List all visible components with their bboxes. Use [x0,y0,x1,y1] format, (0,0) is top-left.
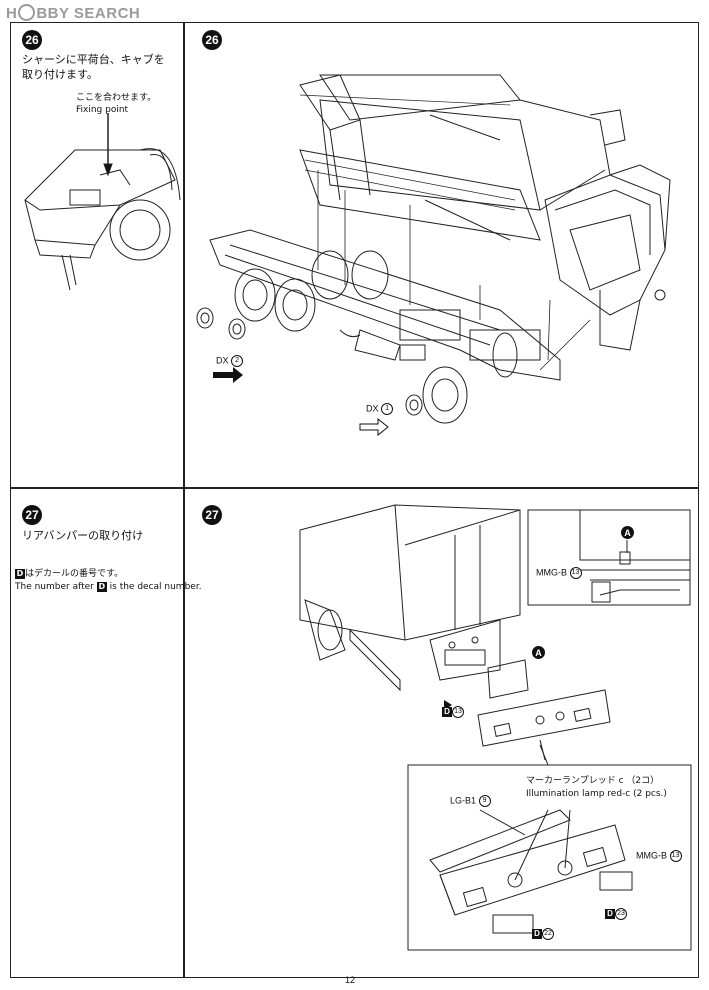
mmg-b-number: 13 [669,850,682,862]
dx1-number: 1 [381,403,394,415]
callout-a-inset: A [621,526,634,539]
step-26-instruction-line1: シャーシに平荷台、キャブを [22,53,165,66]
decal-d-icon: D [15,568,25,579]
d13-number: 13 [452,706,464,718]
d23-number: 23 [615,908,627,920]
dx2-text: DX [216,355,229,366]
dx1-text: DX [366,403,379,414]
mmg-b-label: MMG-B 13 [636,850,682,862]
illumination-lamp-en: Illumination lamp red-c (2 pcs.) [526,789,667,799]
dx2-number: 2 [231,355,244,367]
callout-a-main: A [532,646,545,659]
assembly-guide-lines [317,170,591,371]
illumination-lamp-jp: マーカーランプレッド c （2コ） [526,776,660,786]
step-27-number: 27 [22,505,42,525]
mmg-b-inset-text: MMG-B [536,567,567,578]
cab-drawing [544,164,671,351]
lg-b1-label: LG-B1 9 [450,795,491,807]
fixing-point-en: Fixing point [76,105,129,115]
lg-b1-number: 9 [478,795,491,807]
page-number: 12 [345,975,356,985]
direction-arrows [213,367,389,437]
step27-diagram-panel [184,488,699,978]
step-26-instruction: シャーシに平荷台、キャブを 取り付けます。 [22,52,182,82]
step26-text-panel [10,22,184,488]
step26-diagram-panel [184,22,699,488]
mmg-b-text: MMG-B [636,850,667,861]
decal-d-icon: D [605,909,615,919]
step-27-diagram-number: 27 [202,505,222,525]
decal-d-icon: D [442,707,452,717]
fixing-point-jp: ここを合わせます。 [76,93,157,103]
rear-bumper-exploded-drawing [477,659,611,761]
rear-wheels-drawing [196,250,389,340]
mmg-b-inset-number: 13 [569,567,582,579]
step27-text-panel [10,488,184,978]
inset-detail-drawing [579,510,690,603]
step-26-instruction-line2: 取り付けます。 [22,68,98,81]
step-27-instruction: リアバンパーの取り付け [22,529,144,542]
decal-note-en-post: is the decal number. [109,582,202,592]
bumper-detail-drawing [429,809,633,934]
cab-fixing-detail-drawing [24,113,181,291]
decal-d-icon: D [532,929,542,939]
lg-b1-text: LG-B1 [450,795,477,806]
bumper-inset-frame [527,509,691,606]
truck-rear-drawing [299,504,521,692]
decal-note-en: The number after D is the decal number. [15,581,202,593]
step-26-number: 26 [22,30,42,50]
step-26-diagram-number: 26 [202,30,222,50]
dx2-label: DX 2 [216,355,244,367]
flatbed-exploded-drawing [299,74,626,241]
front-wheel-drawing [405,332,518,424]
decal-d-icon: D [96,581,107,592]
mmg-b-inset-label: MMG-B 13 [536,567,582,579]
decal-note-en-pre: The number after [15,582,94,592]
dx1-label: DX 1 [366,403,394,415]
decal-note-jp-text: はデカールの番号です。 [25,569,124,579]
d22-number: 22 [542,928,554,940]
chassis-frame-drawing [209,229,561,381]
bumper-detail-inset-frame [407,764,692,951]
